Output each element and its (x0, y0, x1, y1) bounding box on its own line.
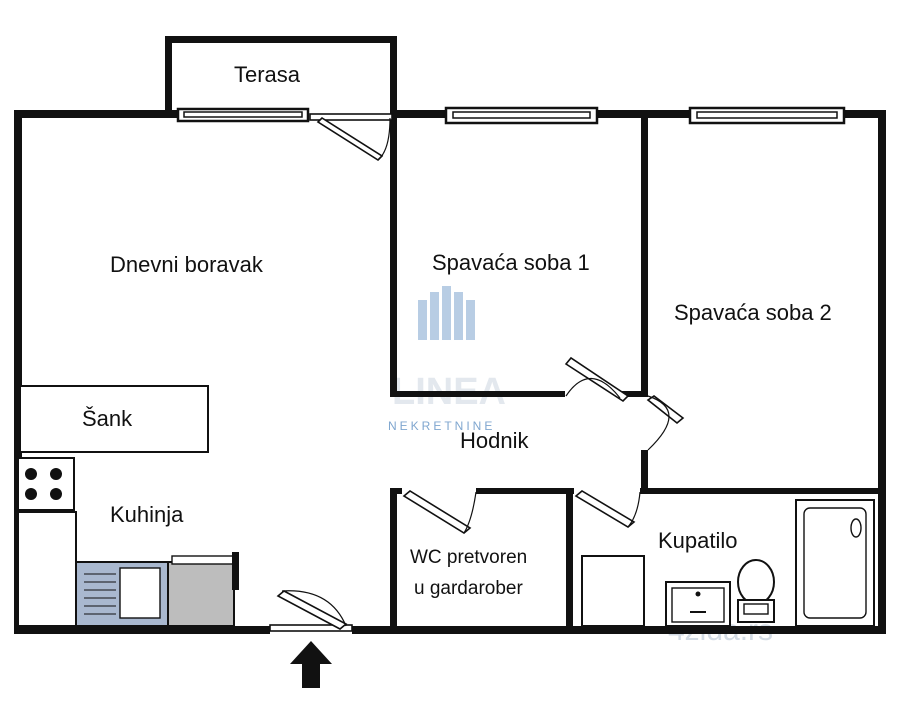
door-terrace (309, 113, 393, 162)
label-sank: Šank (82, 406, 133, 431)
door-entrance (269, 590, 353, 632)
label-spavaca-soba-2: Spavaća soba 2 (674, 300, 832, 325)
walls (14, 36, 886, 634)
label-kuhinja: Kuhinja (110, 502, 184, 527)
room-labels: Terasa Dnevni boravak Spavaća soba 1 Spa… (82, 62, 832, 599)
window-bedroom-2 (688, 106, 846, 125)
door-bathroom (574, 490, 641, 528)
window-bedroom-1 (444, 106, 599, 125)
bathtub-icon (795, 499, 875, 627)
kitchen-sink-icon (75, 561, 169, 627)
doors (269, 113, 685, 632)
label-hodnik: Hodnik (460, 428, 529, 453)
washing-machine (581, 555, 645, 627)
kitchen-counter (167, 552, 239, 627)
windows (176, 106, 846, 125)
bathroom-sink-icon (665, 581, 731, 627)
watermark-tagline: NEKRETNINE (388, 419, 495, 433)
stove-icon (17, 457, 75, 511)
label-wc-line-2: u gardarober (414, 578, 523, 599)
door-bedroom-1 (564, 356, 630, 403)
fixtures (17, 385, 875, 627)
label-terasa: Terasa (234, 62, 301, 87)
door-bedroom-2 (646, 395, 685, 451)
bar-counter (19, 385, 209, 453)
label-kupatilo: Kupatilo (658, 528, 738, 553)
window-terrace (176, 107, 310, 123)
entrance-arrow-icon (290, 641, 332, 688)
label-spavaca-soba-1: Spavaća soba 1 (432, 250, 590, 275)
label-dnevni-boravak: Dnevni boravak (110, 252, 264, 277)
watermark-logo-icon (418, 286, 475, 340)
label-wc-line-1: WC pretvoren (410, 547, 527, 568)
toilet-icon (737, 559, 775, 623)
kitchen-cabinet (17, 511, 77, 627)
door-wc (402, 490, 477, 534)
